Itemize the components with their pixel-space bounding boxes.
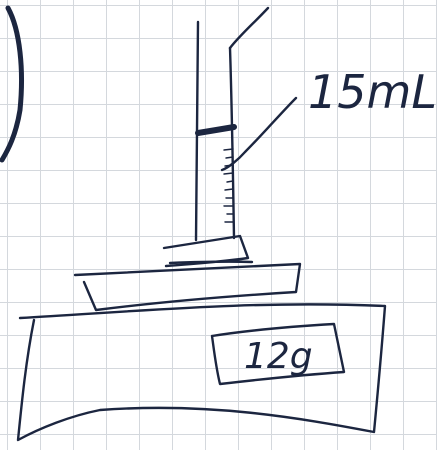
- cylinder-base: [162, 234, 250, 268]
- cylinder-right-wall: [228, 46, 236, 240]
- scale-pan: [73, 262, 302, 312]
- cylinder-base-bottom: [168, 260, 254, 265]
- mass-label: 12g: [244, 336, 313, 377]
- cylinder-spout: [228, 6, 270, 50]
- volume-pointer-line: [220, 96, 298, 172]
- cylinder-left-wall: [194, 20, 200, 242]
- scale-body: [16, 303, 387, 442]
- scale-display: [210, 322, 346, 386]
- volume-label: 15mL: [308, 65, 437, 119]
- curved-stroke-left: [0, 5, 24, 163]
- graduation-marks: [223, 148, 234, 223]
- liquid-meniscus: [195, 124, 237, 136]
